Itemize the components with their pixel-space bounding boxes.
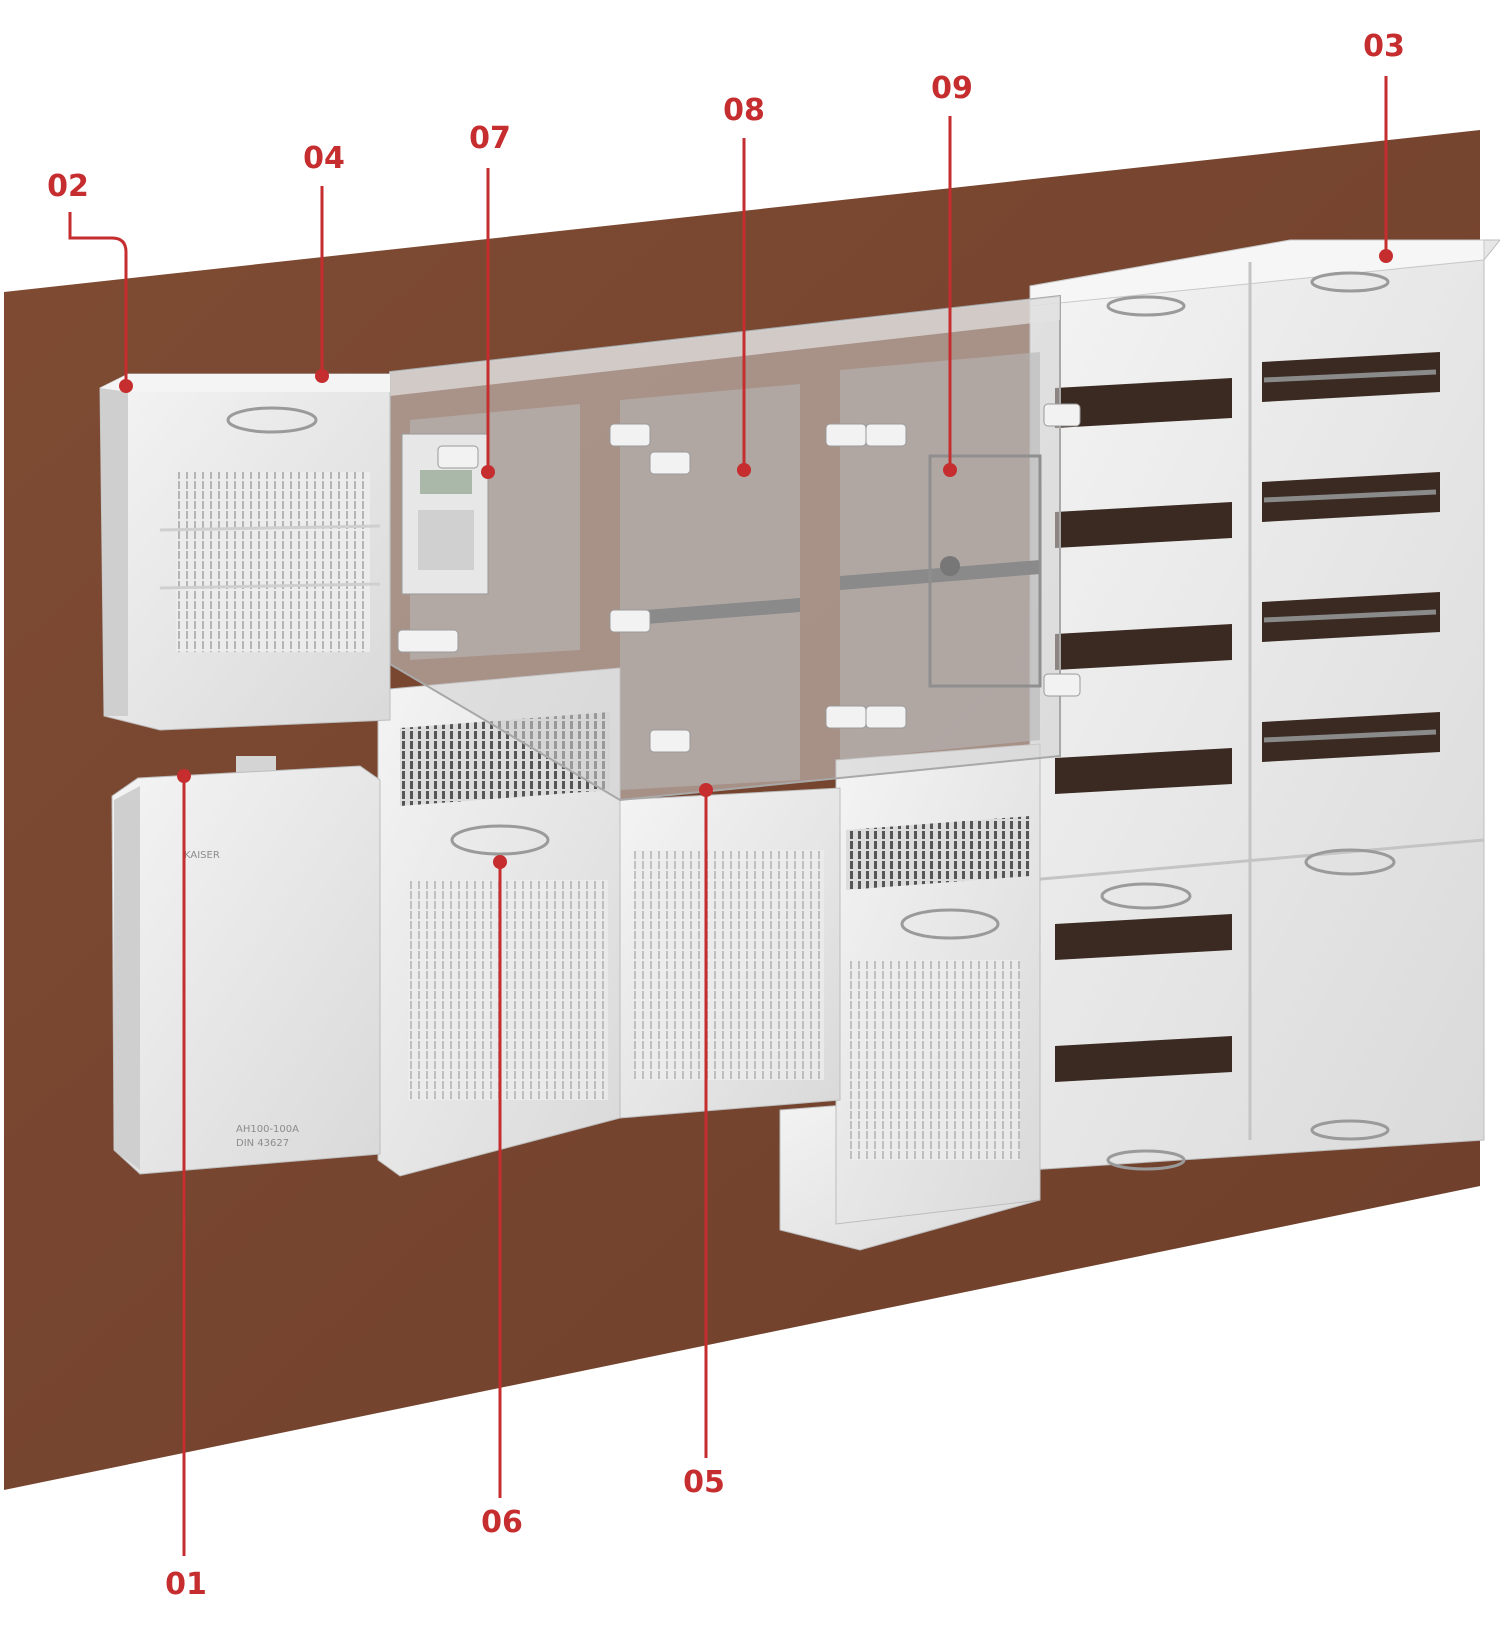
callout-point-05 <box>699 783 713 797</box>
callout-label-04: 04 <box>303 141 345 176</box>
enclosure-top-left <box>99 373 391 731</box>
meter-frame-transparent <box>389 294 1081 802</box>
callout-point-01 <box>177 769 191 783</box>
callout-label-08: 08 <box>723 93 765 128</box>
distribution-cabinet-right <box>1029 239 1500 1171</box>
enclosure-lower-right <box>779 743 1041 1251</box>
enclosure-lower-middle <box>377 667 841 1177</box>
callout-label-06: 06 <box>481 1505 523 1540</box>
callout-point-08 <box>737 463 751 477</box>
callout-label-03: 03 <box>1363 29 1405 64</box>
callout-label-01: 01 <box>165 1567 207 1602</box>
callout-label-02: 02 <box>47 169 89 204</box>
leader-line-02 <box>68 212 128 384</box>
callout-point-03 <box>1379 249 1393 263</box>
callout-point-06 <box>493 855 507 869</box>
connection-housing-bottom-left: KAISER AH100-100A DIN 43627 <box>111 756 381 1175</box>
callout-point-04 <box>315 369 329 383</box>
callout-label-09: 09 <box>931 71 973 106</box>
brand-marking: KAISER <box>184 850 220 861</box>
callout-label-05: 05 <box>683 1465 725 1500</box>
housing-marking-1: AH100-100A <box>236 1124 299 1135</box>
housing-marking-2: DIN 43627 <box>236 1138 289 1149</box>
callout-label-07: 07 <box>469 121 511 156</box>
callout-point-07 <box>481 465 495 479</box>
callout-point-02 <box>119 379 133 393</box>
callout-point-09 <box>943 463 957 477</box>
